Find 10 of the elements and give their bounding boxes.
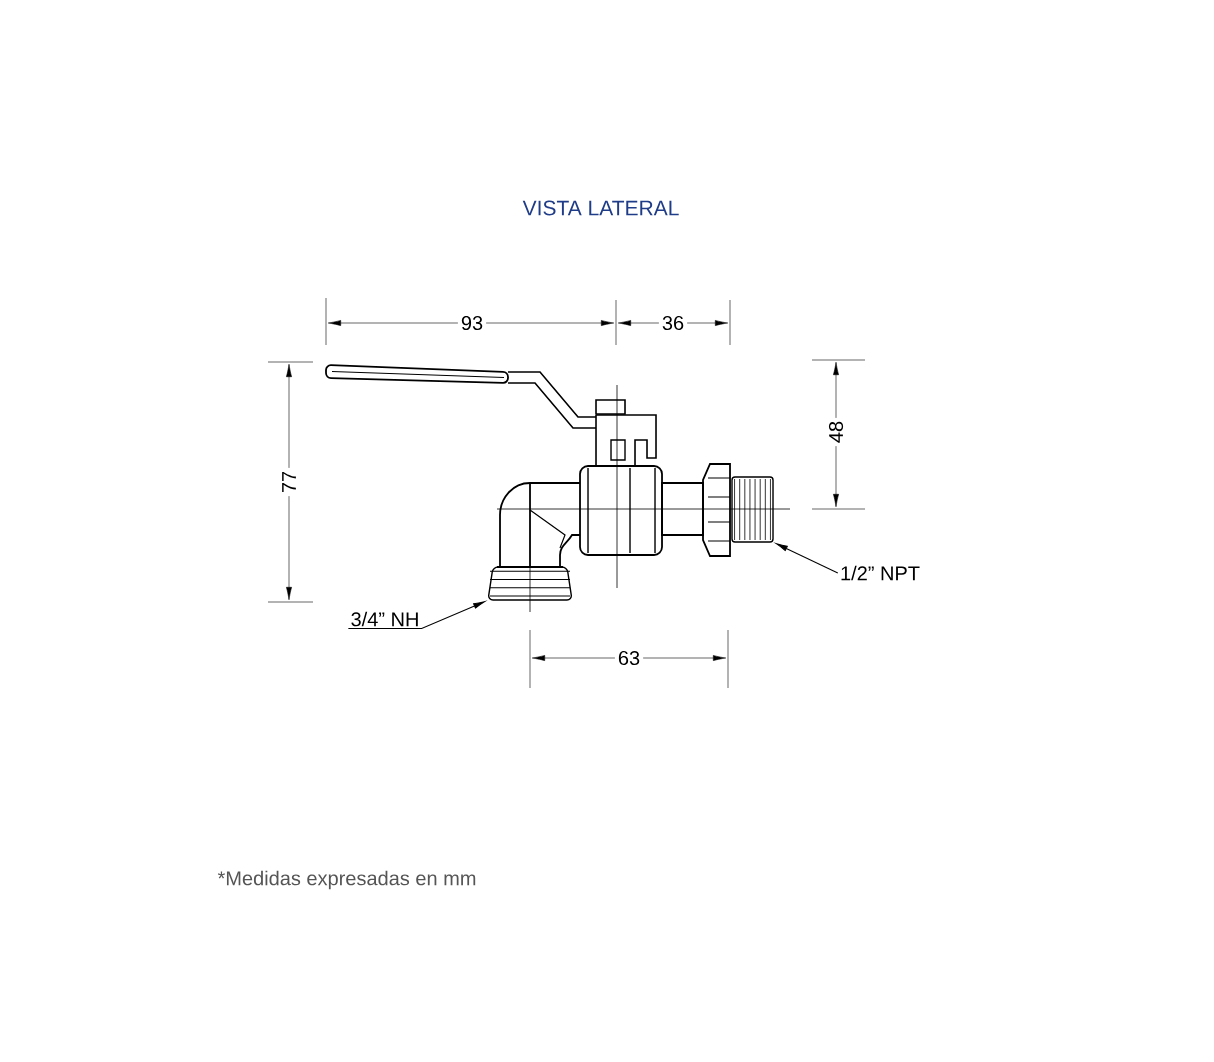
hose-thread-drawing xyxy=(488,566,573,601)
dimension-value: 48 xyxy=(825,417,847,447)
title: VISTA LATERAL xyxy=(522,200,679,216)
dimension-value: 36 xyxy=(658,312,688,334)
callout-text: 1/2” NPT xyxy=(841,565,920,581)
caption: *Medidas expresadas en mm xyxy=(217,870,476,890)
dimension-value: 93 xyxy=(457,312,487,334)
dimension-value: 77 xyxy=(279,467,299,497)
dimension-value: 63 xyxy=(614,647,644,669)
pipe-thread-drawing xyxy=(731,476,774,543)
